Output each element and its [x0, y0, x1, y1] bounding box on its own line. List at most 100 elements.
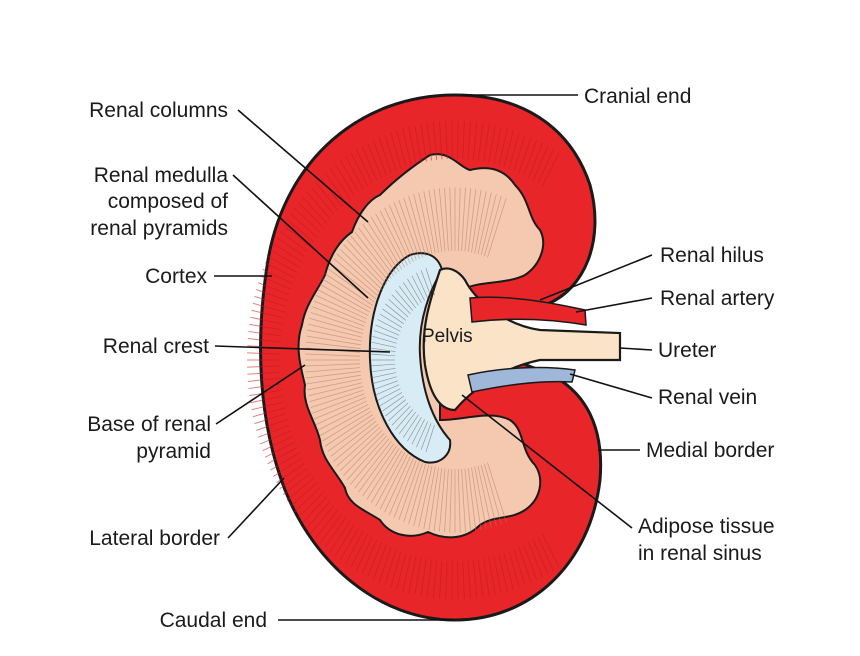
striation-line	[432, 122, 438, 160]
striation-line	[248, 330, 282, 337]
striation-line	[388, 458, 414, 516]
striation-line	[523, 139, 538, 176]
striation-line	[503, 130, 514, 167]
striation-line	[438, 121, 443, 160]
striation-line	[329, 168, 351, 200]
striation-line	[367, 142, 382, 178]
striation-line	[350, 152, 368, 186]
striation-line	[416, 421, 429, 448]
renal-artery	[469, 296, 587, 326]
striation-line	[423, 466, 436, 529]
striation-line	[438, 468, 446, 532]
striation-line	[388, 204, 414, 262]
striation-line	[402, 554, 412, 592]
striation-line	[343, 432, 385, 476]
striation-line	[267, 255, 298, 274]
striation-line	[312, 306, 365, 327]
leader-renal-vein	[569, 373, 653, 399]
striation-line	[467, 189, 477, 252]
striation-line	[310, 389, 364, 408]
leader-ureter	[619, 347, 653, 351]
renal-medulla	[297, 153, 545, 539]
striation-line	[279, 230, 308, 253]
striation-line	[483, 123, 490, 162]
striation-line	[413, 194, 430, 256]
striation-line	[350, 438, 390, 485]
striation-line	[379, 454, 408, 510]
striation-line	[334, 164, 355, 196]
striation-line	[396, 553, 407, 590]
striation-line	[367, 542, 382, 578]
striation-line	[252, 407, 286, 418]
striation-line	[370, 347, 396, 352]
striation-line	[370, 353, 396, 357]
striation-line	[254, 413, 287, 425]
striation-line	[398, 286, 416, 309]
striation-line	[375, 452, 406, 507]
striation-line	[247, 352, 281, 355]
striation-line	[251, 401, 284, 411]
striation-line	[305, 363, 361, 367]
striation-line	[313, 300, 366, 324]
striation-line	[464, 188, 472, 252]
striation-line	[309, 317, 363, 334]
label-renal-medulla-line2: composed of	[108, 190, 228, 213]
striation-line	[371, 341, 397, 348]
striation-line	[312, 393, 365, 414]
striation-line	[375, 384, 400, 396]
label-base-pyramid-line1: Base of renal	[87, 413, 211, 436]
striation-line	[483, 463, 502, 525]
striation-line	[513, 549, 526, 586]
striation-line	[396, 130, 407, 167]
striation-line	[305, 341, 361, 349]
striation-line	[282, 472, 311, 496]
striation-line	[270, 249, 300, 268]
striation-line	[462, 561, 465, 599]
striation-line	[426, 122, 433, 161]
striation-line	[428, 190, 439, 253]
striation-line	[411, 275, 425, 301]
striation-line	[302, 496, 328, 524]
striation-line	[378, 547, 392, 583]
striation-line	[467, 468, 477, 531]
striation-line	[305, 367, 361, 373]
striation-line	[276, 236, 306, 258]
striation-line	[362, 223, 397, 275]
striation-line	[461, 468, 466, 533]
striation-line	[477, 559, 484, 598]
striation-line	[372, 376, 397, 384]
striation-line	[438, 188, 446, 252]
striation-line	[372, 139, 387, 176]
striation-line	[260, 275, 292, 290]
striation-line	[477, 122, 484, 161]
striation-line	[305, 353, 361, 357]
striation-line	[375, 213, 406, 268]
striation-line	[398, 461, 420, 521]
striation-line	[433, 468, 443, 531]
striation-line	[324, 273, 373, 306]
striation-line	[480, 464, 497, 526]
striation-line	[270, 452, 300, 471]
striation-line	[467, 560, 472, 599]
leader-renal-medulla	[232, 174, 369, 299]
striation-line	[309, 386, 363, 403]
striation-line	[375, 324, 400, 336]
striation-line	[343, 244, 385, 288]
striation-line	[425, 268, 435, 296]
striation-line	[293, 207, 321, 233]
striation-line	[251, 309, 284, 319]
cortex-striations	[247, 120, 560, 600]
leader-adipose	[461, 394, 633, 529]
striation-line	[313, 396, 366, 420]
striation-line	[298, 492, 324, 518]
striation-line	[464, 468, 472, 532]
striation-line	[286, 219, 314, 243]
striation-line	[416, 272, 429, 299]
striation-line	[445, 121, 448, 159]
striation-line	[355, 149, 373, 183]
striation-line	[414, 557, 422, 595]
striation-line	[379, 210, 408, 266]
renal-vein	[467, 366, 576, 393]
striation-line	[408, 126, 417, 164]
striation-line	[315, 509, 339, 539]
